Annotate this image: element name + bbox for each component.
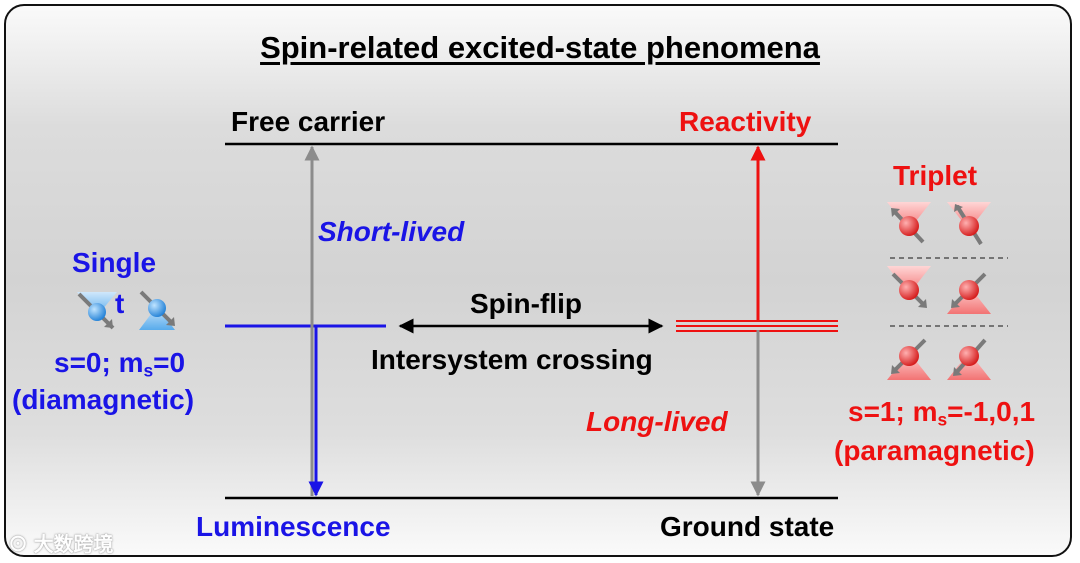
triplet-property-label: (paramagnetic) (834, 435, 1035, 466)
triplet-spin-icon-2 (947, 202, 991, 246)
singlet-name-tail-label: t (115, 288, 125, 319)
watermark-glyph-icon: ⊙ (8, 534, 34, 556)
triplet-spin-icon-3 (887, 266, 931, 308)
singlet-spin-down-icon (77, 292, 117, 330)
triplet-spin-icon-6 (947, 338, 991, 380)
diagram-frame (4, 4, 1072, 557)
triplet-level (676, 320, 838, 332)
long-lived-label: Long-lived (586, 406, 728, 437)
triplet-spin-icon-1 (887, 202, 931, 244)
singlet-quantum-numbers: s=0; ms=0 (54, 347, 186, 381)
luminescence-label: Luminescence (196, 511, 391, 542)
short-lived-label: Short-lived (318, 216, 465, 247)
triplet-name-label: Triplet (893, 160, 978, 191)
intersystem-crossing-label: Intersystem crossing (371, 344, 653, 375)
singlet-spin-up-icon (139, 290, 175, 330)
spin-flip-label: Spin-flip (470, 288, 582, 319)
free-carrier-label: Free carrier (231, 106, 386, 137)
triplet-spin-icon-5 (887, 338, 931, 380)
singlet-name-label: Single (72, 247, 157, 278)
triplet-spin-icon-4 (947, 272, 991, 314)
singlet-property-label: (diamagnetic) (12, 384, 195, 415)
reactivity-label: Reactivity (679, 106, 812, 137)
triplet-quantum-numbers: s=1; ms=-1,0,1 (848, 396, 1036, 430)
ground-state-label: Ground state (660, 511, 835, 542)
watermark-logo: ⊙ 大数跨境 (8, 534, 114, 556)
diagram-title: Spin-related excited-state phenomena (260, 30, 820, 65)
